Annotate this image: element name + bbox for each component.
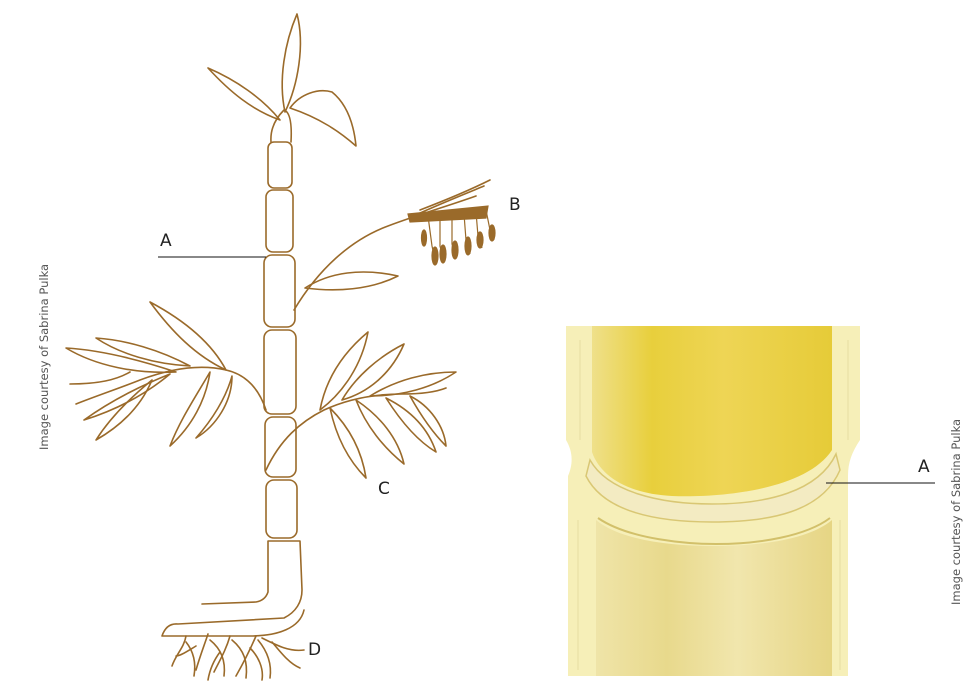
leaf [356,400,404,464]
upper-internode-cavity [592,326,832,496]
label-a-right: A [918,457,930,477]
internode [268,142,292,188]
leaf [330,408,366,478]
top-leaves [208,14,356,146]
roots [172,634,304,680]
flower-cluster [408,206,495,265]
leaf [96,380,152,440]
leaf [410,396,446,446]
bamboo-node-cross-section [566,326,935,676]
leaf [208,68,280,120]
label-d: D [308,640,321,660]
leaf [342,344,404,400]
branch-bract [420,180,490,210]
flowering-branch [294,180,490,310]
branch-stem [76,367,266,410]
label-b: B [509,195,521,215]
bamboo-plant-drawing [66,14,495,680]
culm-tip [271,110,291,142]
leaf [170,372,210,446]
internode [266,190,293,252]
label-a-left: A [160,231,172,251]
rhizome-bend [162,541,304,636]
internode [266,480,297,538]
culm [162,110,304,636]
internode [264,330,296,414]
leaf [70,372,130,384]
image-credit-right: Image courtesy of Sabrina Pulka [949,419,963,605]
label-c: C [378,479,390,499]
leaf [84,374,170,420]
leaf [282,14,300,112]
left-branch [66,302,266,446]
internode [264,255,295,327]
right-branch [266,332,456,478]
leaf [150,302,226,370]
leaf [290,91,356,146]
image-credit-left: Image courtesy of Sabrina Pulka [37,264,51,450]
